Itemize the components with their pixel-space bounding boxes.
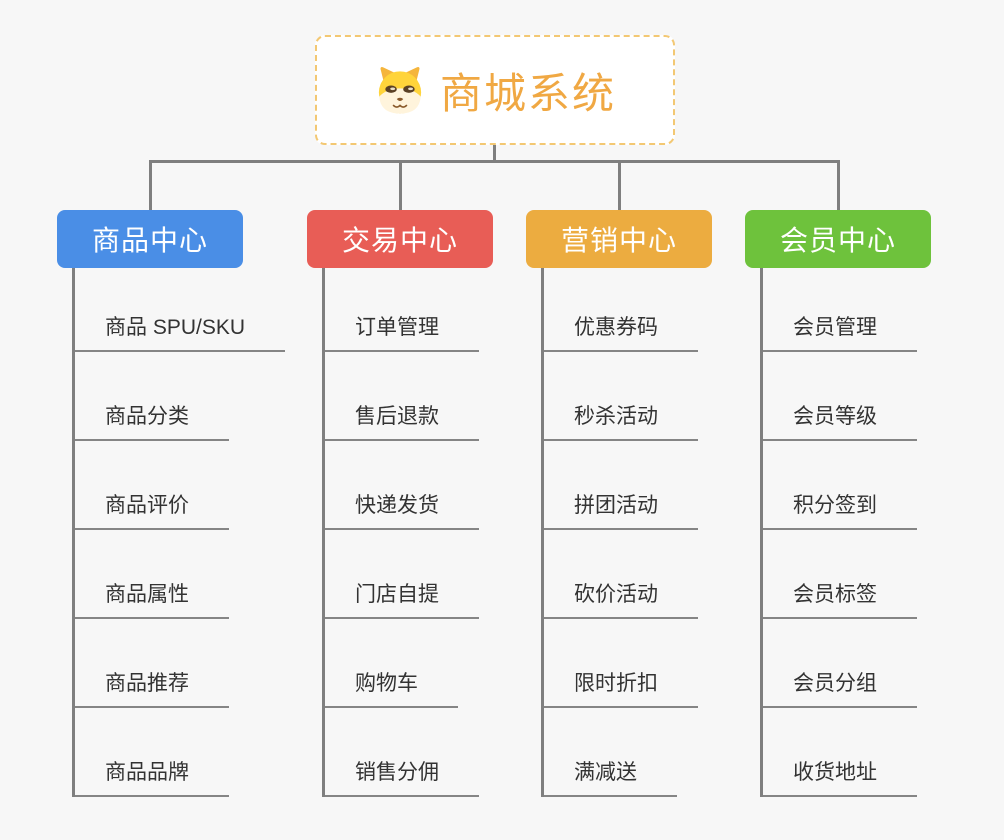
shiba-dog-icon <box>374 64 426 116</box>
child-node[interactable]: 砍价活动 <box>544 581 698 619</box>
child-node[interactable]: 限时折扣 <box>544 670 698 708</box>
child-node[interactable]: 收货地址 <box>763 759 917 797</box>
child-node[interactable]: 订单管理 <box>325 314 479 352</box>
branch-children-marketing: 优惠券码 秒杀活动 拼团活动 砍价活动 限时折扣 满减送 <box>541 268 698 797</box>
child-node[interactable]: 售后退款 <box>325 403 479 441</box>
child-node[interactable]: 商品属性 <box>75 581 229 619</box>
child-node[interactable]: 购物车 <box>325 670 458 708</box>
child-node[interactable]: 商品推荐 <box>75 670 229 708</box>
child-node[interactable]: 满减送 <box>544 759 677 797</box>
root-node[interactable]: 商城系统 <box>315 35 675 145</box>
child-node[interactable]: 会员等级 <box>763 403 917 441</box>
child-node[interactable]: 会员标签 <box>763 581 917 619</box>
branch-children-member: 会员管理 会员等级 积分签到 会员标签 会员分组 收货地址 <box>760 268 917 797</box>
child-node[interactable]: 积分签到 <box>763 492 917 530</box>
child-node[interactable]: 商品品牌 <box>75 759 229 797</box>
connector-drop-member <box>837 160 840 210</box>
root-title: 商城系统 <box>439 69 616 117</box>
connector-drop-marketing <box>618 160 621 210</box>
branch-box-trade[interactable]: 交易中心 <box>307 210 493 268</box>
branch-label-trade: 交易中心 <box>341 225 458 256</box>
branch-box-marketing[interactable]: 营销中心 <box>526 210 712 268</box>
branch-label-products: 商品中心 <box>91 225 208 256</box>
child-node[interactable]: 销售分佣 <box>325 759 479 797</box>
child-node[interactable]: 门店自提 <box>325 581 479 619</box>
child-node[interactable]: 商品分类 <box>75 403 229 441</box>
child-node[interactable]: 会员管理 <box>763 314 917 352</box>
branch-box-products[interactable]: 商品中心 <box>57 210 243 268</box>
connector-drop-trade <box>399 160 402 210</box>
branch-children-products: 商品 SPU/SKU 商品分类 商品评价 商品属性 商品推荐 商品品牌 <box>72 268 286 797</box>
child-node[interactable]: 会员分组 <box>763 670 917 708</box>
child-node[interactable]: 秒杀活动 <box>544 403 698 441</box>
child-node[interactable]: 商品 SPU/SKU <box>75 314 286 352</box>
child-node[interactable]: 快递发货 <box>325 492 479 530</box>
connector-drop-products <box>149 160 152 210</box>
connector-root-stem <box>493 145 496 163</box>
branch-children-trade: 订单管理 售后退款 快递发货 门店自提 购物车 销售分佣 <box>322 268 479 797</box>
branch-label-marketing: 营销中心 <box>560 225 677 256</box>
child-node[interactable]: 拼团活动 <box>544 492 698 530</box>
child-node[interactable]: 商品评价 <box>75 492 229 530</box>
child-node[interactable]: 优惠券码 <box>544 314 698 352</box>
branch-label-member: 会员中心 <box>779 225 896 256</box>
branch-box-member[interactable]: 会员中心 <box>745 210 931 268</box>
connector-rail <box>149 160 840 163</box>
